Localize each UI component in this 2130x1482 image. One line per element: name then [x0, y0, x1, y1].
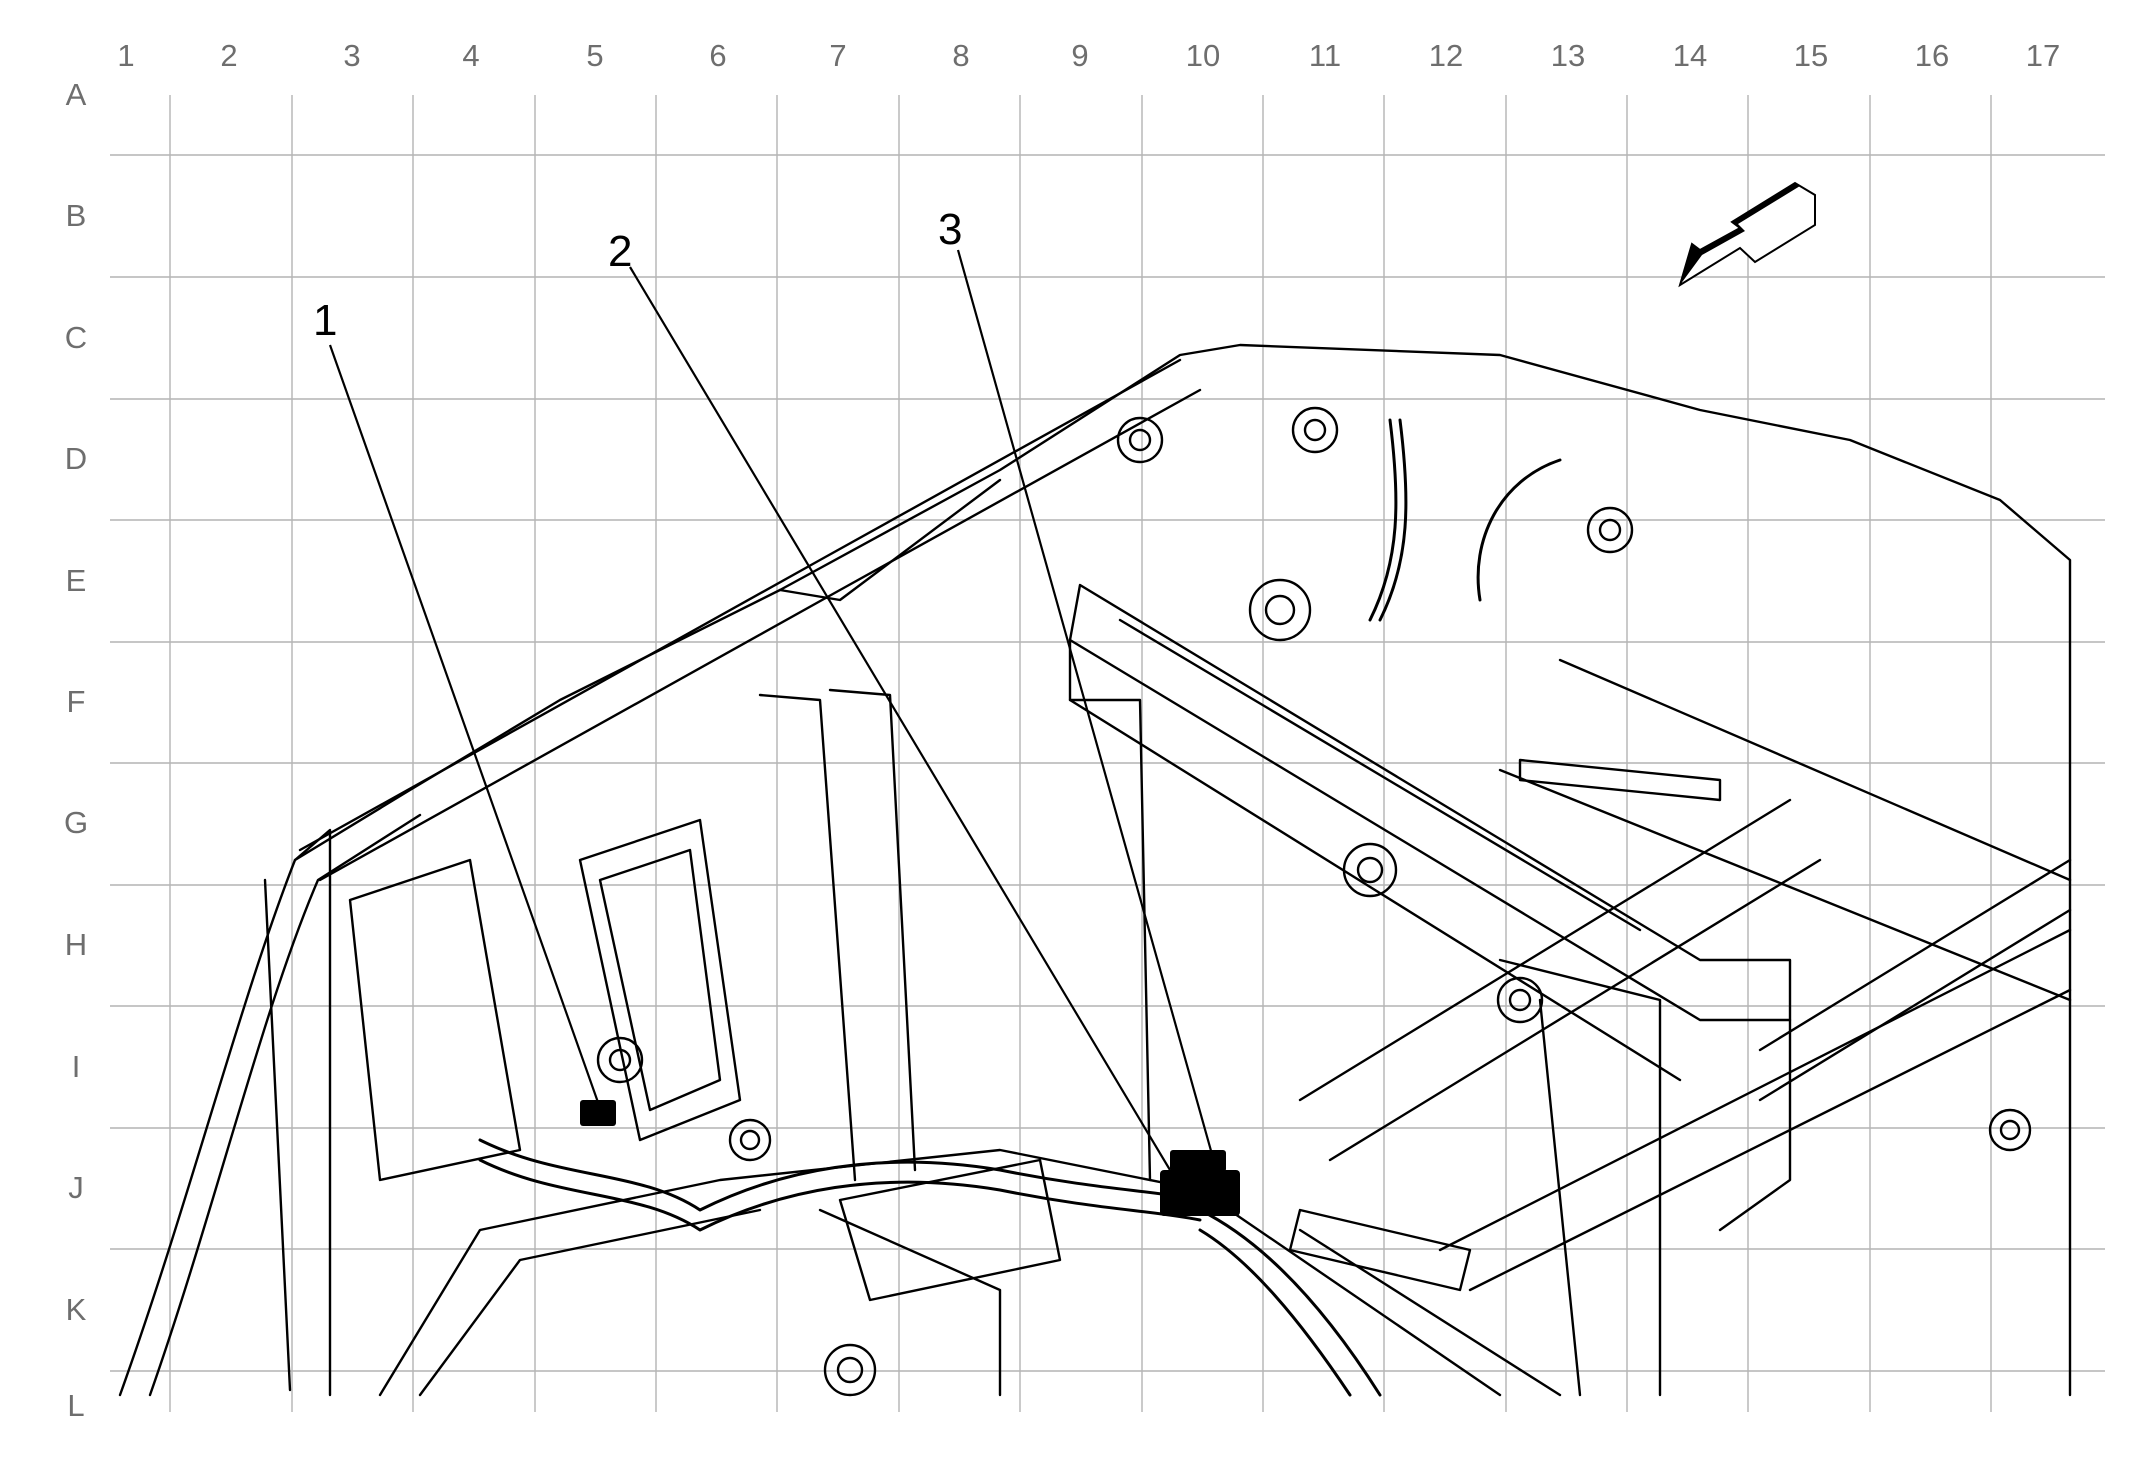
grid-column-label: 3 [343, 38, 361, 73]
grid-row-label: I [71, 1049, 81, 1084]
grid-column-label: 14 [1672, 38, 1708, 73]
grid-row-label: B [65, 198, 87, 233]
grid-column-label: 6 [709, 38, 727, 73]
leader-line-3 [956, 249, 1217, 1166]
grid-column-label: 7 [829, 38, 847, 73]
grid-column-label: 10 [1185, 38, 1221, 73]
grid-column-label: 15 [1793, 38, 1829, 73]
grid-column-label: 4 [462, 38, 480, 73]
grid-row-label: D [64, 441, 88, 476]
grid-column-label: 5 [586, 38, 604, 73]
grid-row-label: G [63, 805, 89, 840]
grid-row-label: E [65, 563, 87, 598]
grid-row-label: H [64, 927, 88, 962]
grid-column-label: 8 [952, 38, 970, 73]
leader-lines [328, 249, 1217, 1171]
grid-row-label: A [65, 77, 87, 112]
connectors [580, 1100, 1240, 1216]
vehicle-structure-drawing [118, 343, 2072, 1397]
grid-row-label: J [68, 1170, 84, 1205]
grid-row-label: F [66, 684, 86, 719]
front-direction-arrow-icon [1678, 181, 1816, 288]
leader-line-1 [328, 344, 602, 1109]
callout-3: 3 [938, 205, 963, 254]
connector-1 [580, 1100, 616, 1126]
callout-1: 1 [313, 296, 338, 345]
grid-row-label: L [67, 1388, 85, 1423]
connector-2-3 [1160, 1170, 1240, 1216]
grid-column-label: 1 [117, 38, 135, 73]
reference-grid [110, 95, 2105, 1412]
leader-line-2 [629, 266, 1171, 1171]
grid-column-label: 11 [1308, 38, 1342, 73]
grid-column-label: 13 [1550, 38, 1586, 73]
grid-column-label: 2 [220, 38, 238, 73]
callout-2: 2 [608, 227, 633, 276]
grid-row-label: K [65, 1292, 87, 1327]
grid-row-label: C [64, 320, 88, 355]
grid-column-label: 16 [1914, 38, 1950, 73]
grid-column-label: 17 [2025, 38, 2061, 73]
grid-column-label: 9 [1071, 38, 1089, 73]
grid-column-label: 12 [1428, 38, 1464, 73]
